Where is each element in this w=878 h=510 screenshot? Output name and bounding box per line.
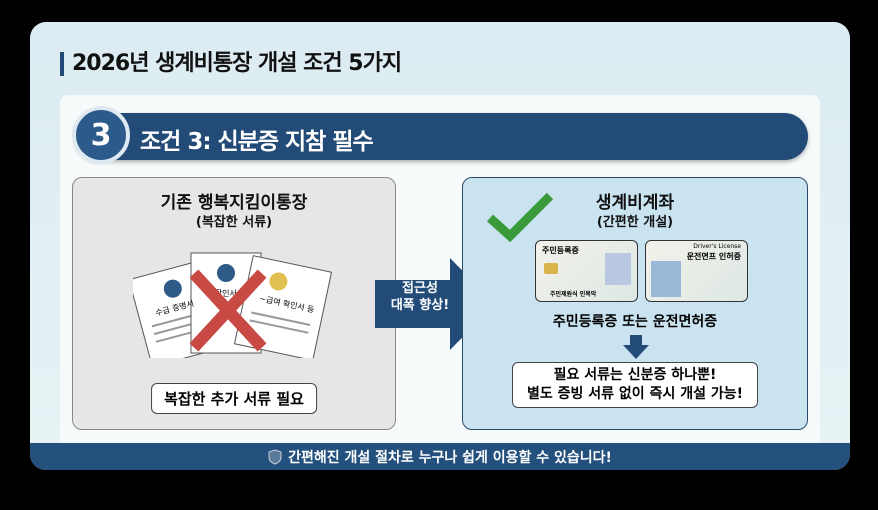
driver-license-card: Driver's License 운전면프 인허증 bbox=[645, 240, 748, 302]
old-note: 복잡한 추가 서류 필요 bbox=[151, 383, 317, 414]
old-subheading: (복잡한 서류) bbox=[195, 215, 273, 230]
person-photo-icon bbox=[605, 253, 631, 285]
person-photo-icon bbox=[651, 261, 681, 297]
footer-banner: 간편해진 개설 절차로 누구나 쉽게 이용할 수 있습니다! bbox=[30, 443, 850, 470]
old-account-box: 기존 행복지킴이통장 (복잡한 서류) 수급 증명서 ~확인서 ~급여 확인서 … bbox=[72, 177, 396, 430]
shield-icon bbox=[268, 448, 282, 465]
new-note-line1: 필요 서류는 신분증 하나뿐! bbox=[553, 367, 717, 383]
condition-label: 조건 3: 신분증 지참 필수 bbox=[140, 129, 374, 155]
footer-text: 간편해진 개설 절차로 누구나 쉽게 이용할 수 있습니다! bbox=[288, 449, 612, 466]
doc-label: ~확인서 bbox=[208, 288, 237, 298]
arrow-down-icon bbox=[623, 335, 649, 359]
infographic-slide: 2026년 생계비통장 개설 조건 5가지 3 조건 3: 신분증 지참 필수 … bbox=[30, 22, 850, 470]
condition-banner bbox=[75, 113, 808, 160]
page-title: 2026년 생계비통장 개설 조건 5가지 bbox=[60, 52, 402, 76]
check-icon bbox=[486, 192, 554, 242]
license-subtitle: Driver's License bbox=[693, 243, 741, 250]
new-note-line2: 별도 증빙 서류 없이 즉시 개설 가능! bbox=[527, 386, 743, 402]
id-card-title: 주민등록증 bbox=[542, 246, 579, 255]
old-heading: 기존 행복지킴이통장 bbox=[160, 193, 308, 213]
id-card-footer: 주민제원식 인목막 bbox=[550, 291, 597, 298]
id-caption: 주민등록증 또는 운전면허증 bbox=[552, 314, 718, 330]
condition-number: 3 bbox=[72, 106, 130, 164]
chip-icon bbox=[544, 263, 558, 274]
documents-crossed-icon: 수급 증명서 ~확인서 ~급여 확인서 등 bbox=[133, 252, 333, 358]
new-subheading: (간편한 개설) bbox=[596, 215, 674, 230]
arrow-line1: 접근성 bbox=[402, 281, 438, 296]
resident-id-card: 주민등록증 주민제원식 인목막 bbox=[535, 240, 638, 302]
new-heading: 생계비계좌 bbox=[595, 193, 675, 213]
license-title: 운전면프 인허증 bbox=[686, 252, 741, 261]
new-note: 필요 서류는 신분증 하나뿐! 별도 증빙 서류 없이 즉시 개설 가능! bbox=[512, 362, 758, 408]
arrow-line2: 대폭 향상! bbox=[390, 298, 450, 313]
